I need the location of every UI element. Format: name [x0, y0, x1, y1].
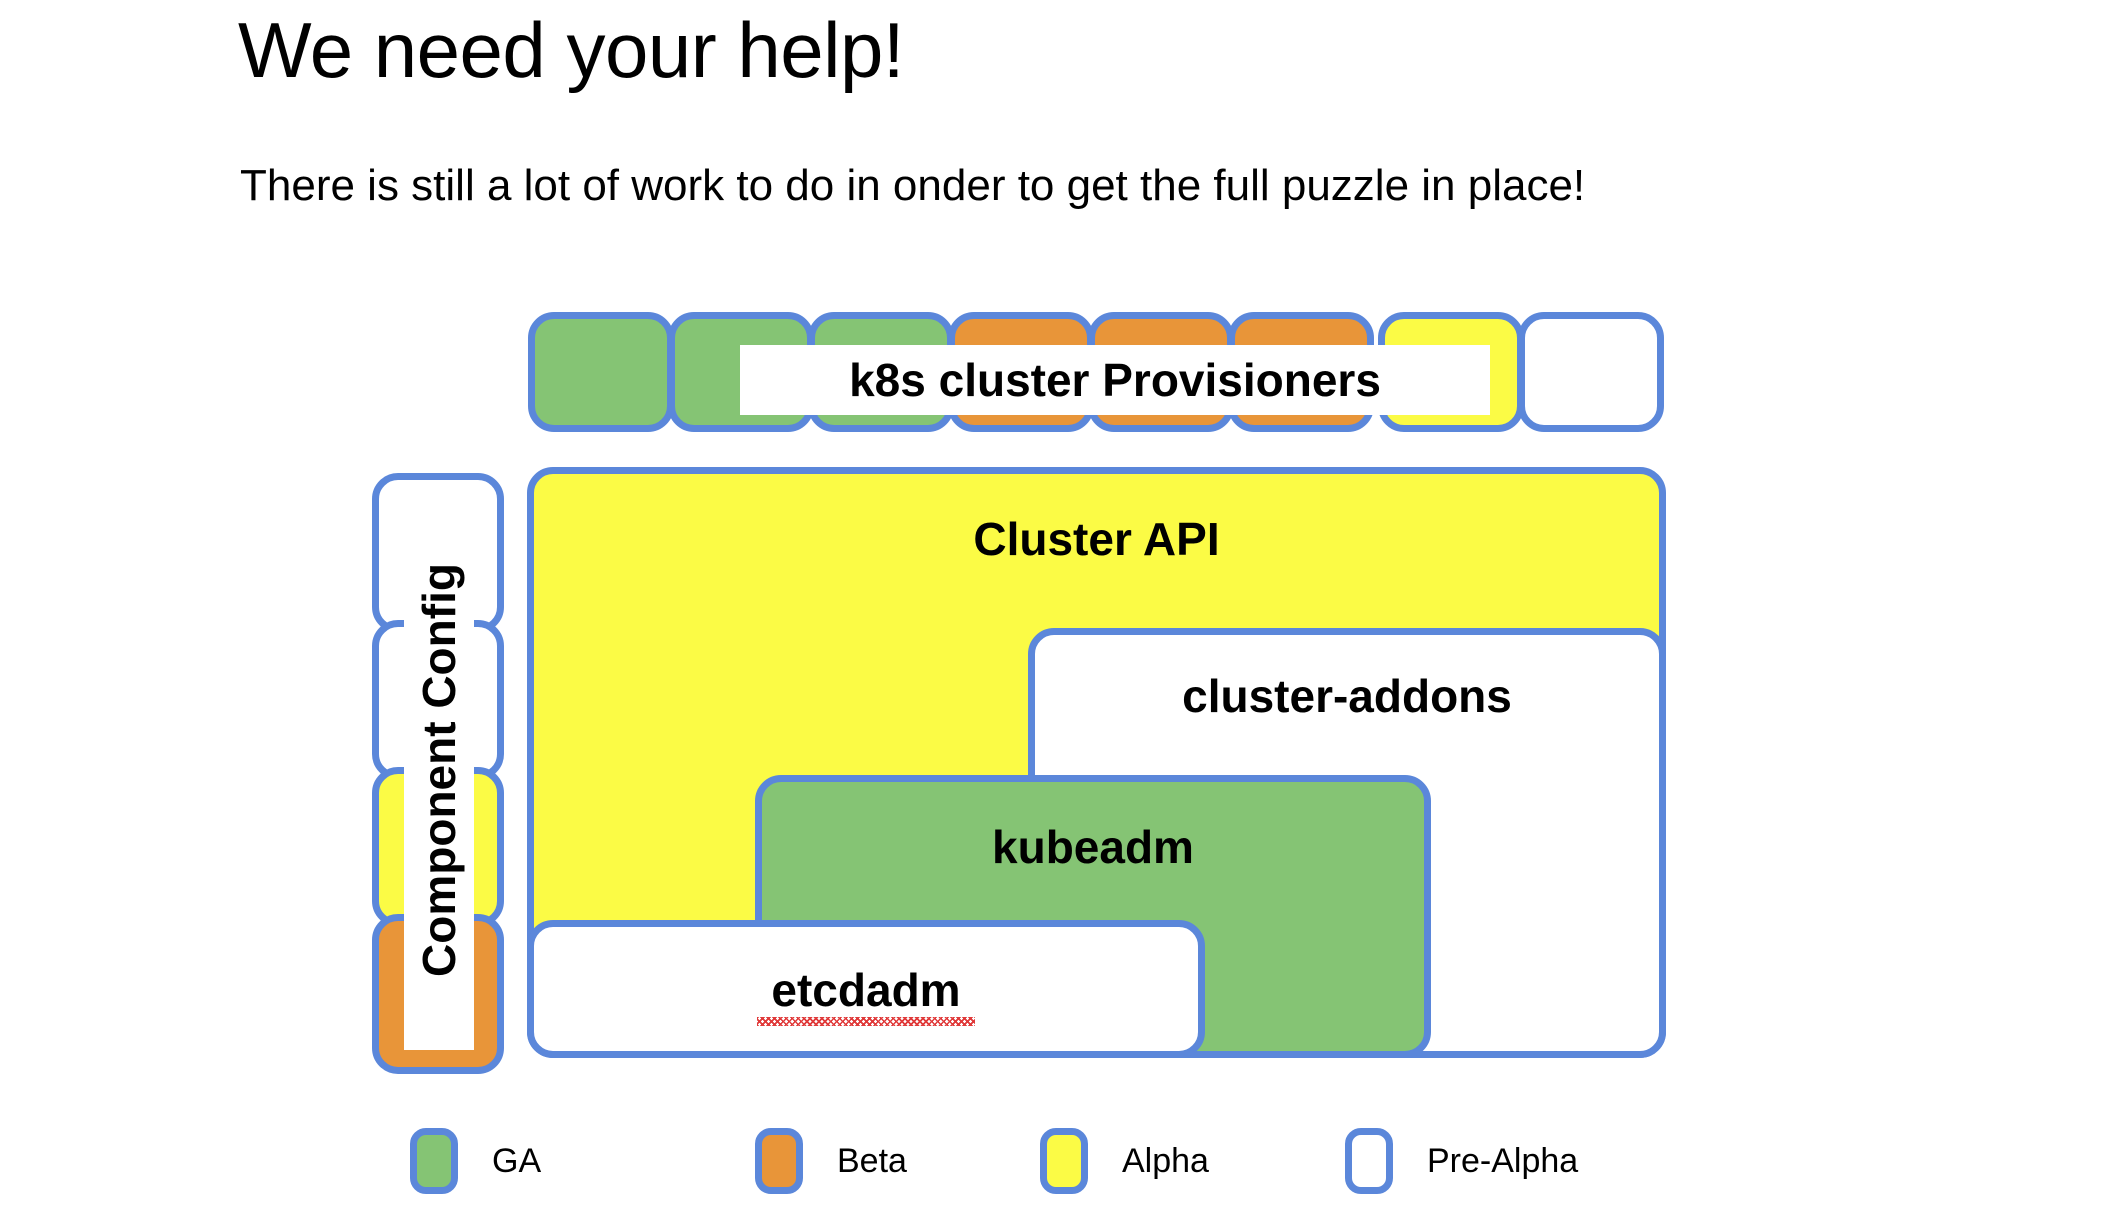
- page-subtitle: There is still a lot of work to do in on…: [240, 161, 1586, 210]
- etcdadm-box[interactable]: etcdadm: [527, 920, 1205, 1058]
- legend-swatch-prealpha-icon: [1345, 1128, 1393, 1194]
- legend-item-alpha: Alpha: [1040, 1128, 1209, 1194]
- legend-label-alpha: Alpha: [1122, 1141, 1209, 1180]
- provisioner-box-8[interactable]: [1518, 312, 1664, 432]
- legend-label-beta: Beta: [837, 1141, 907, 1180]
- legend-item-ga: GA: [410, 1128, 541, 1194]
- page-title: We need your help!: [238, 6, 905, 94]
- legend-label-prealpha: Pre-Alpha: [1427, 1141, 1579, 1180]
- provisioner-box-1[interactable]: [528, 312, 674, 432]
- etcdadm-label: etcdadm: [771, 964, 961, 1016]
- legend-swatch-alpha-icon: [1040, 1128, 1088, 1194]
- legend-swatch-beta-icon: [755, 1128, 803, 1194]
- cluster-api-label: Cluster API: [973, 513, 1220, 565]
- provisioner-row-label: k8s cluster Provisioners: [740, 345, 1490, 415]
- legend-swatch-ga-icon: [410, 1128, 458, 1194]
- component-config-label-text: Component Config: [413, 563, 466, 977]
- cluster-addons-label: cluster-addons: [1182, 670, 1512, 722]
- kubeadm-label: kubeadm: [992, 821, 1194, 873]
- component-config-label: Component Config: [404, 490, 474, 1050]
- spellcheck-underline-icon: [757, 1017, 975, 1026]
- legend-item-prealpha: Pre-Alpha: [1345, 1128, 1578, 1194]
- legend-item-beta: Beta: [755, 1128, 907, 1194]
- legend-label-ga: GA: [492, 1141, 542, 1180]
